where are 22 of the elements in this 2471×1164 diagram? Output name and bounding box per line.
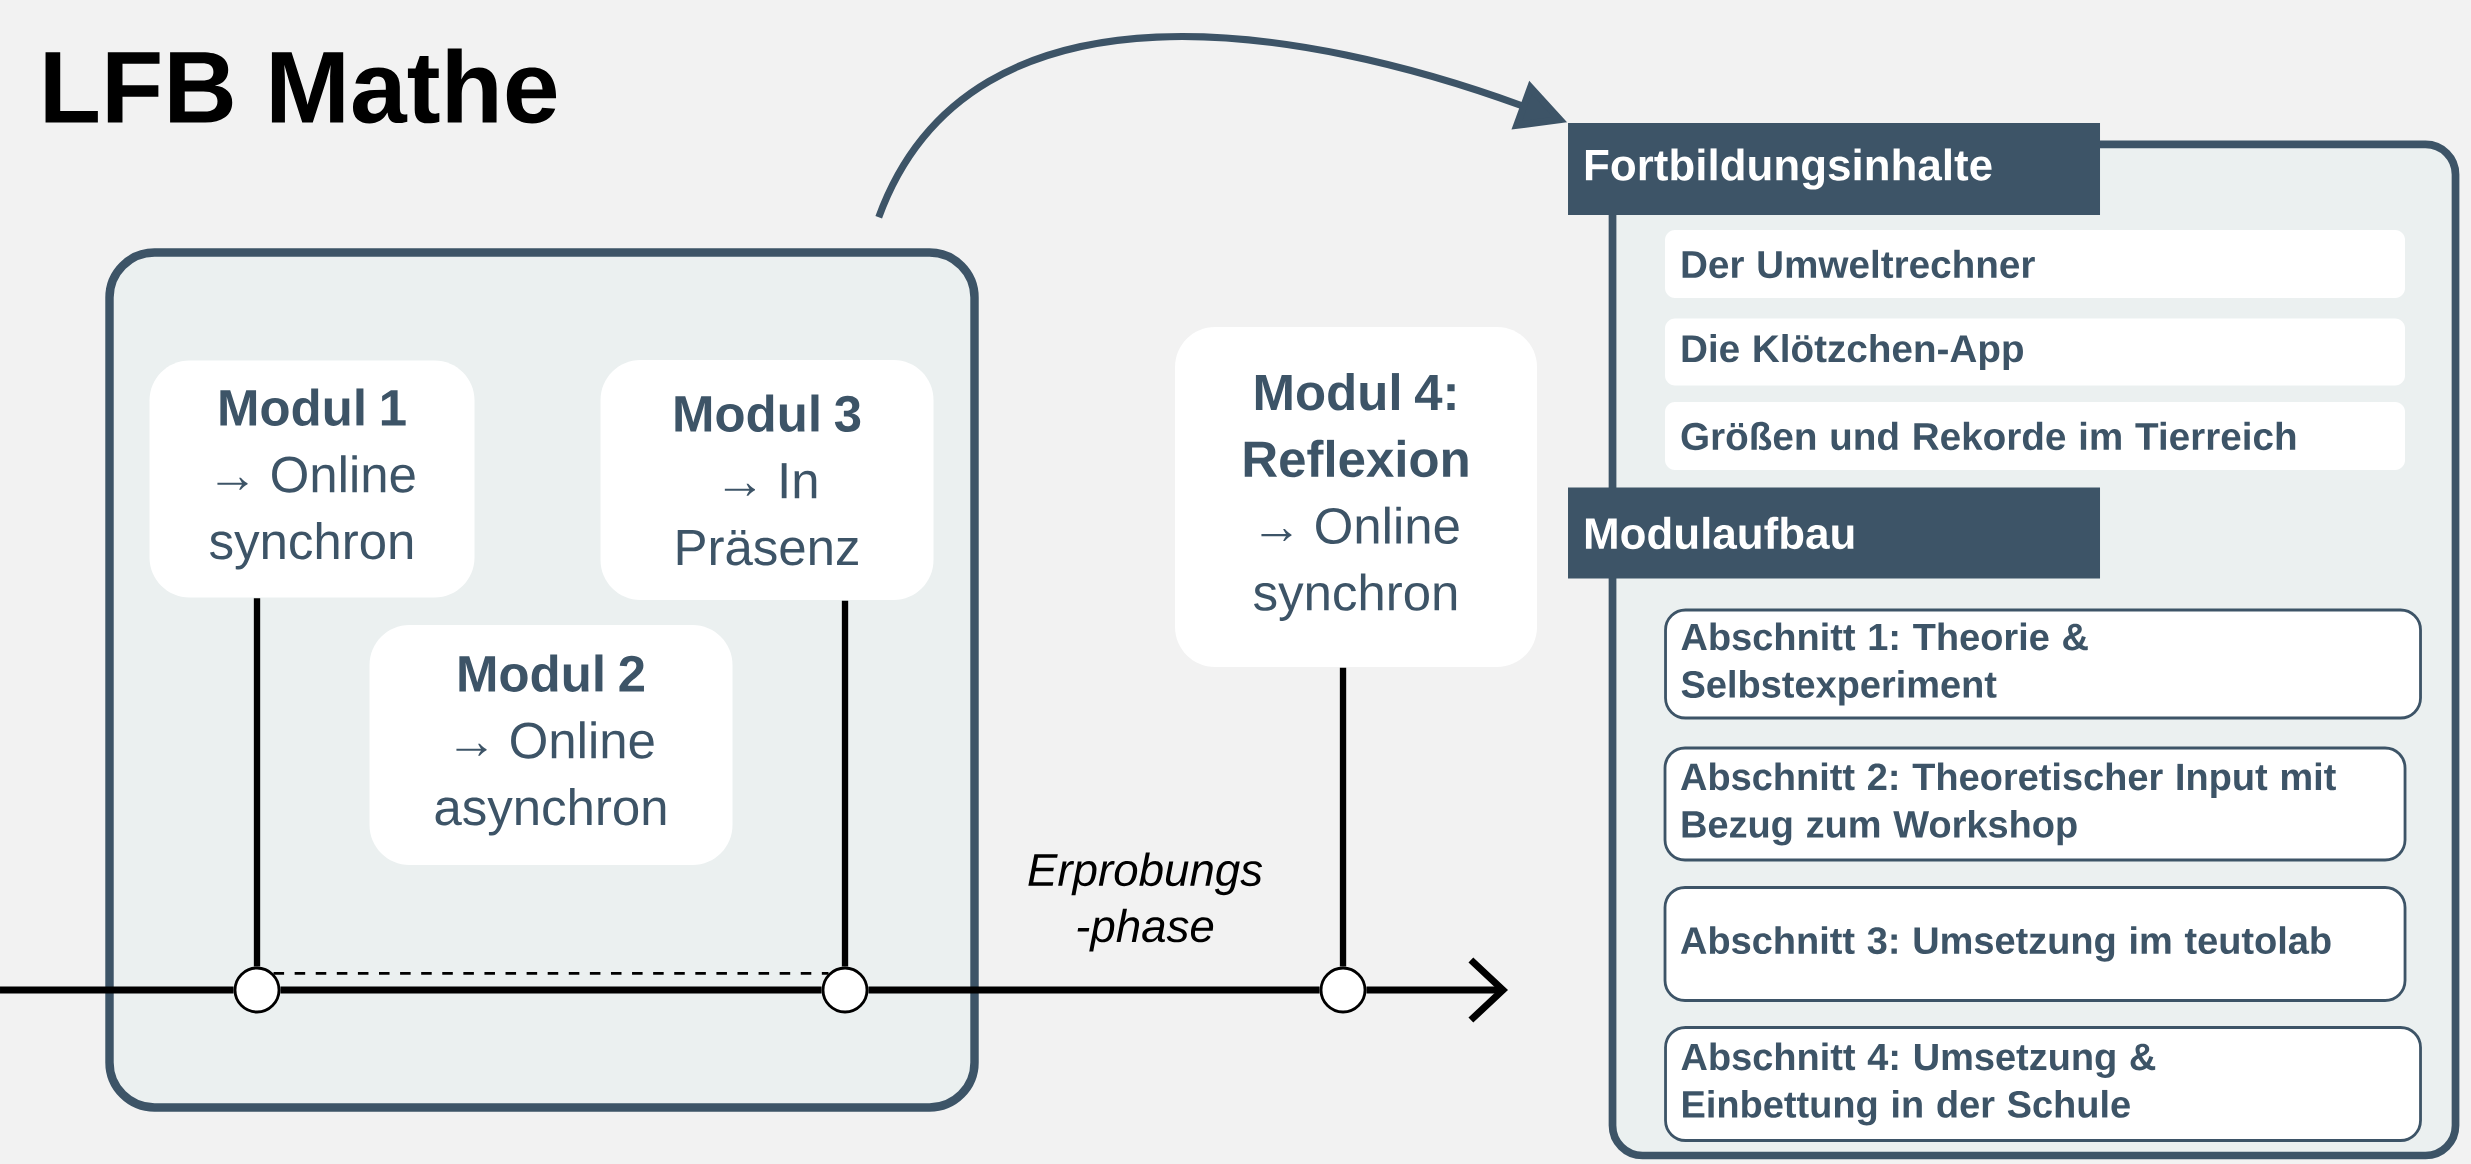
module-box: Modul 4: Reflexion → Online synchron <box>1175 327 1537 667</box>
content-item: Die Klötzchen-App <box>1665 318 2406 386</box>
connector-line <box>841 600 849 967</box>
section-box: Abschnitt 3: Umsetzung im teutolab <box>1663 886 2407 1002</box>
timeline-point <box>1319 966 1367 1014</box>
module-box: Modul 1 → Online synchron <box>149 360 475 598</box>
section-box: Abschnitt 2: Theoretischer Input mit Bezug zum Workshop <box>1663 746 2407 862</box>
title: LFB Mathe <box>45 48 557 124</box>
timeline-point <box>233 966 281 1014</box>
connector-line <box>273 972 829 975</box>
connector-line <box>253 598 261 967</box>
module-box: Modul 3 → In Präsenz <box>600 360 934 600</box>
connector-line <box>1339 667 1347 967</box>
section-header: Modulaufbau <box>1568 487 2100 579</box>
section-box: Abschnitt 4: Umsetzung & Einbettung in der Schule <box>1664 1026 2422 1142</box>
timeline-point <box>821 966 869 1014</box>
section-header: Fortbildungsinhalte <box>1568 123 2100 215</box>
section-box: Abschnitt 1: Theorie & Selbstexperiment <box>1664 608 2422 720</box>
content-item: Der Umweltrechner <box>1665 230 2406 298</box>
module-box: Modul 2 → Online asynchron <box>369 625 733 865</box>
content-item: Größen und Rekorde im Tierreich <box>1665 402 2406 470</box>
phase-label: Erprobungs -phase <box>1028 852 1263 952</box>
